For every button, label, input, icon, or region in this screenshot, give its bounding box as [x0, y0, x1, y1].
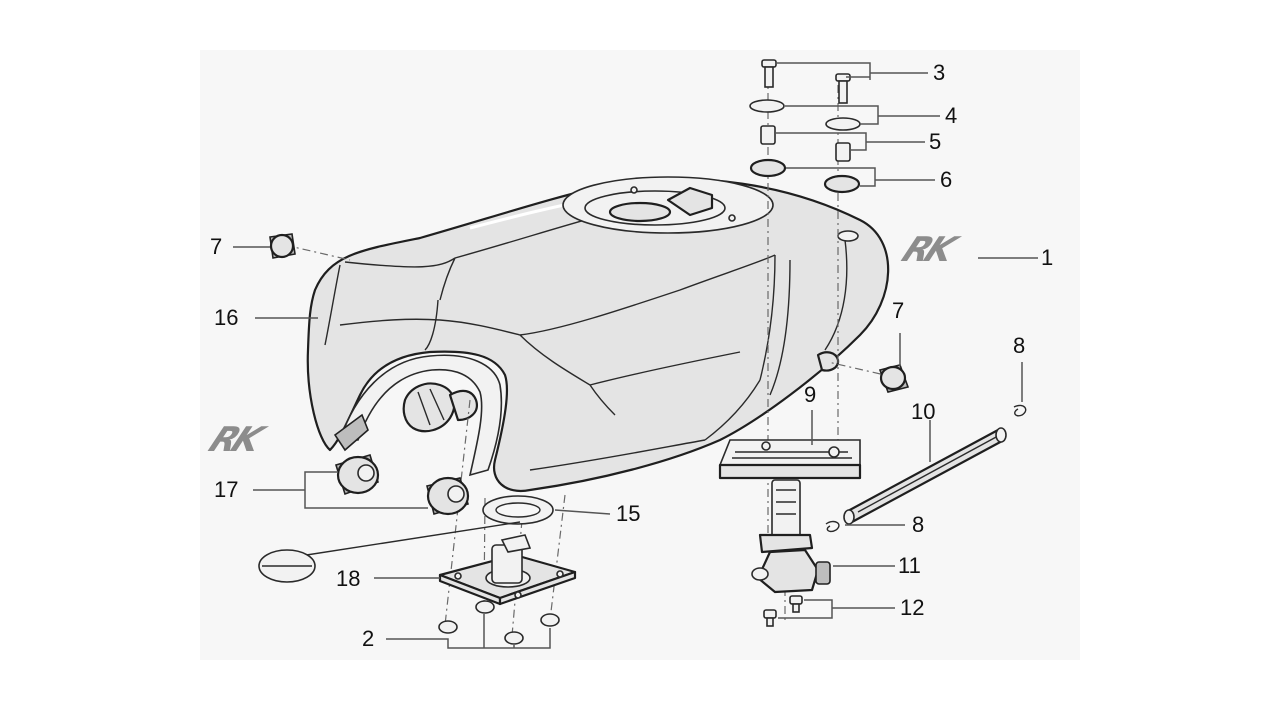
nuts [438, 600, 560, 645]
fuel-level-sensor [438, 534, 577, 606]
rubber-grommets [269, 233, 910, 393]
mounting-hardware [749, 59, 861, 194]
float-arm [258, 521, 521, 583]
callout-16: 16 [214, 305, 239, 330]
callout-10: 10 [911, 399, 936, 424]
callout-6: 6 [940, 167, 953, 192]
callout-8-bottom: 8 [912, 512, 925, 537]
callout-15: 15 [616, 501, 641, 526]
hose-clips [825, 404, 1027, 533]
callout-8-top: 8 [1013, 333, 1026, 358]
leader-lines [233, 62, 1038, 649]
callout-17: 17 [214, 477, 239, 502]
callout-9: 9 [804, 382, 817, 407]
valve-screws [763, 595, 803, 627]
callout-7-right: 7 [892, 298, 905, 323]
callout-11: 11 [898, 553, 921, 578]
fuel-valve [751, 479, 831, 594]
callout-18: 18 [336, 566, 361, 591]
knee-pads [334, 454, 470, 516]
callout-2: 2 [362, 626, 375, 651]
callout-5: 5 [929, 129, 942, 154]
fuel-hose [843, 427, 1007, 525]
callout-12: 12 [900, 595, 925, 620]
fuel-tank [306, 176, 890, 493]
callout-1: 1 [1041, 245, 1054, 270]
gasket [482, 495, 554, 525]
rubber-pad [718, 439, 862, 480]
callout-4: 4 [945, 103, 958, 128]
callout-7-left: 7 [210, 234, 223, 259]
callout-3: 3 [933, 60, 946, 85]
